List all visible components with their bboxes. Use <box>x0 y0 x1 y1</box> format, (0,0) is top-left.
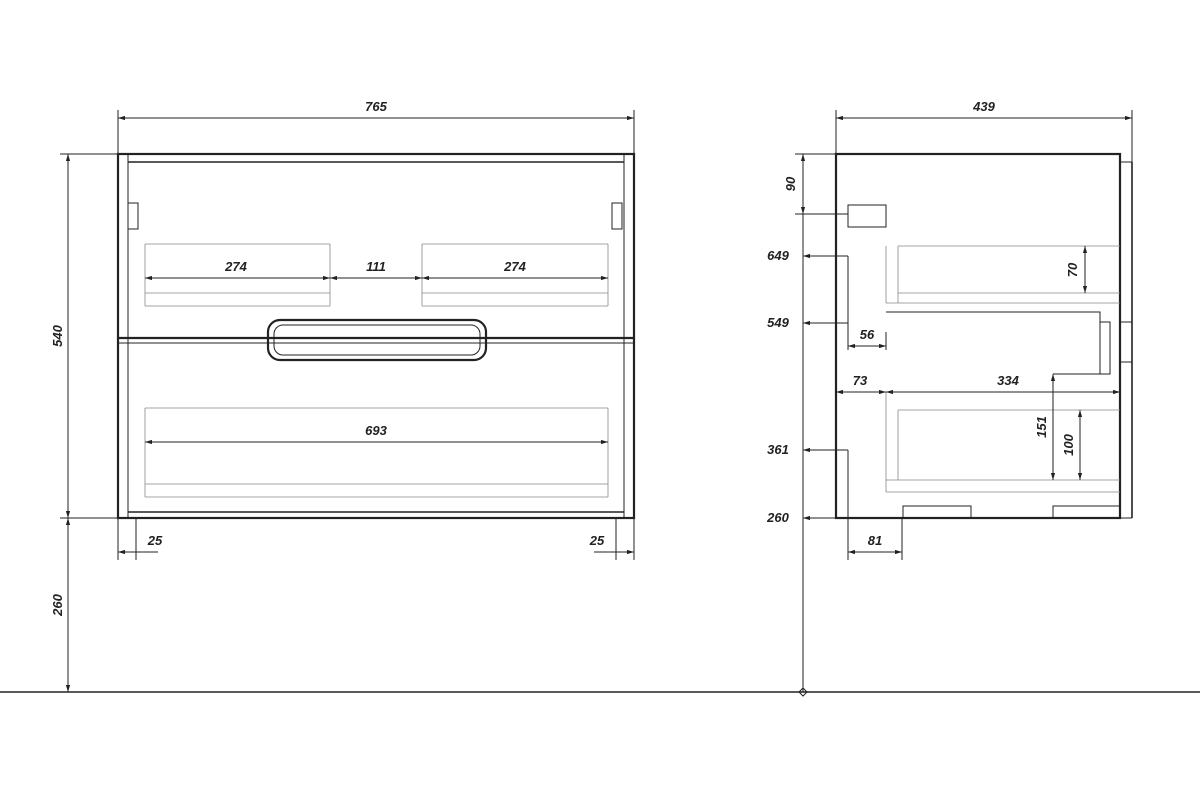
side-view: 439 90 649 549 361 260 70 56 73 33 <box>766 99 1133 697</box>
dim-70-label: 70 <box>1065 262 1080 277</box>
front-left-side-panel <box>117 153 129 519</box>
side-foot-rear <box>902 505 972 519</box>
dim-693-label: 693 <box>365 423 387 438</box>
lower-drawer <box>144 407 609 498</box>
dim-439-label: 439 <box>972 99 995 114</box>
side-rail-upper <box>886 311 1101 375</box>
dim-540-label: 540 <box>50 324 65 346</box>
level-549-label: 549 <box>767 315 789 330</box>
side-cabinet-body <box>834 152 1122 520</box>
upper-drawer-left <box>144 243 331 307</box>
dim-765-label: 765 <box>365 99 387 114</box>
upper-drawer-right <box>421 243 609 307</box>
dim-111-label: 111 <box>366 259 386 274</box>
level-361-label: 361 <box>767 442 789 457</box>
front-right-side-panel <box>623 153 635 519</box>
level-260-label: 260 <box>766 510 789 525</box>
front-handle <box>266 318 488 362</box>
right-hinge <box>611 202 623 230</box>
dim-90-label: 90 <box>783 176 798 191</box>
left-hinge <box>127 202 139 230</box>
dim-100-label: 100 <box>1061 433 1076 455</box>
level-649-label: 649 <box>767 248 789 263</box>
dim-260-front-label: 260 <box>50 593 65 616</box>
dim-25-right-label: 25 <box>589 533 605 548</box>
front-cabinet-body <box>116 152 636 520</box>
dim-274-left-label: 274 <box>224 259 247 274</box>
dim-274-right-label: 274 <box>503 259 526 274</box>
side-handle-profile <box>1119 321 1133 363</box>
dim-334-label: 334 <box>997 373 1019 388</box>
dim-25-left-label: 25 <box>147 533 163 548</box>
dim-81-label: 81 <box>868 533 882 548</box>
dim-73-label: 73 <box>853 373 868 388</box>
front-view: 765 540 260 274 111 274 693 25 25 <box>50 99 636 692</box>
dim-151-label: 151 <box>1034 416 1049 438</box>
dim-56-label: 56 <box>860 327 875 342</box>
side-foot-front <box>1052 505 1121 519</box>
wall-bracket <box>847 204 887 228</box>
